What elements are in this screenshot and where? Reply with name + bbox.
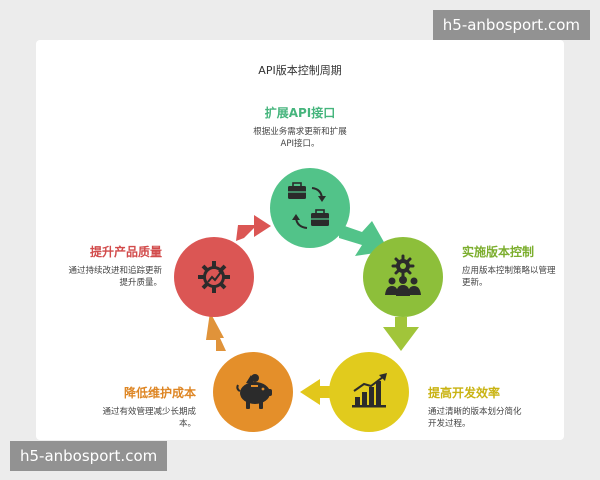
stage-desc-line: API接口。 bbox=[280, 139, 320, 149]
stage-title: 降低维护成本 bbox=[123, 386, 196, 400]
stage-label-product-quality: 提升产品质量 通过持续改进和追踪更新 提升质量。 bbox=[52, 243, 162, 289]
stage-desc-line: 通过清晰的版本划分简化 bbox=[428, 407, 522, 417]
arrow-lime-to-yellow bbox=[383, 317, 419, 351]
stage-desc-line: 开发过程。 bbox=[428, 419, 471, 429]
stage-label-extend-api: 扩展API接口 根据业务需求更新和扩展 API接口。 bbox=[230, 104, 370, 150]
piggy-bank-icon bbox=[236, 374, 272, 409]
stage-desc-line: 本。 bbox=[178, 419, 196, 429]
stage-circle-extend-api bbox=[270, 168, 350, 248]
gear-trend-icon bbox=[198, 261, 230, 293]
stage-desc-line: 根据业务需求更新和扩展 bbox=[253, 127, 347, 137]
stage-desc-line: 通过持续改进和追踪更新 bbox=[68, 266, 162, 276]
diagram-title: API版本控制周期 bbox=[258, 64, 342, 77]
gear-team-icon bbox=[385, 254, 421, 296]
stage-title: 扩展API接口 bbox=[264, 106, 336, 120]
stage-desc-line: 通过有效管理减少长期成 bbox=[102, 407, 196, 417]
stage-label-dev-efficiency: 提高开发效率 通过清晰的版本划分简化 开发过程。 bbox=[428, 384, 558, 430]
arrow-red-to-green bbox=[236, 215, 271, 241]
stage-desc-line: 应用版本控制策略以管理 bbox=[462, 266, 556, 276]
watermark-bottom: h5-anbosport.com bbox=[10, 441, 168, 471]
arrow-yellow-to-orange bbox=[300, 379, 330, 405]
arrow-orange-to-red bbox=[206, 312, 226, 351]
bar-chart-growth-icon bbox=[352, 373, 387, 408]
stage-title: 实施版本控制 bbox=[462, 245, 535, 259]
stage-label-version-control: 实施版本控制 应用版本控制策略以管理 更新。 bbox=[462, 243, 570, 289]
briefcase-exchange-icon bbox=[288, 182, 329, 229]
stage-desc-line: 更新。 bbox=[462, 278, 488, 288]
watermark-top: h5-anbosport.com bbox=[432, 10, 590, 40]
stage-label-reduce-cost: 降低维护成本 通过有效管理减少长期成 本。 bbox=[70, 384, 196, 430]
stage-title: 提高开发效率 bbox=[428, 386, 501, 400]
stage-desc-line: 提升质量。 bbox=[119, 278, 162, 288]
stage-title: 提升产品质量 bbox=[89, 245, 162, 259]
